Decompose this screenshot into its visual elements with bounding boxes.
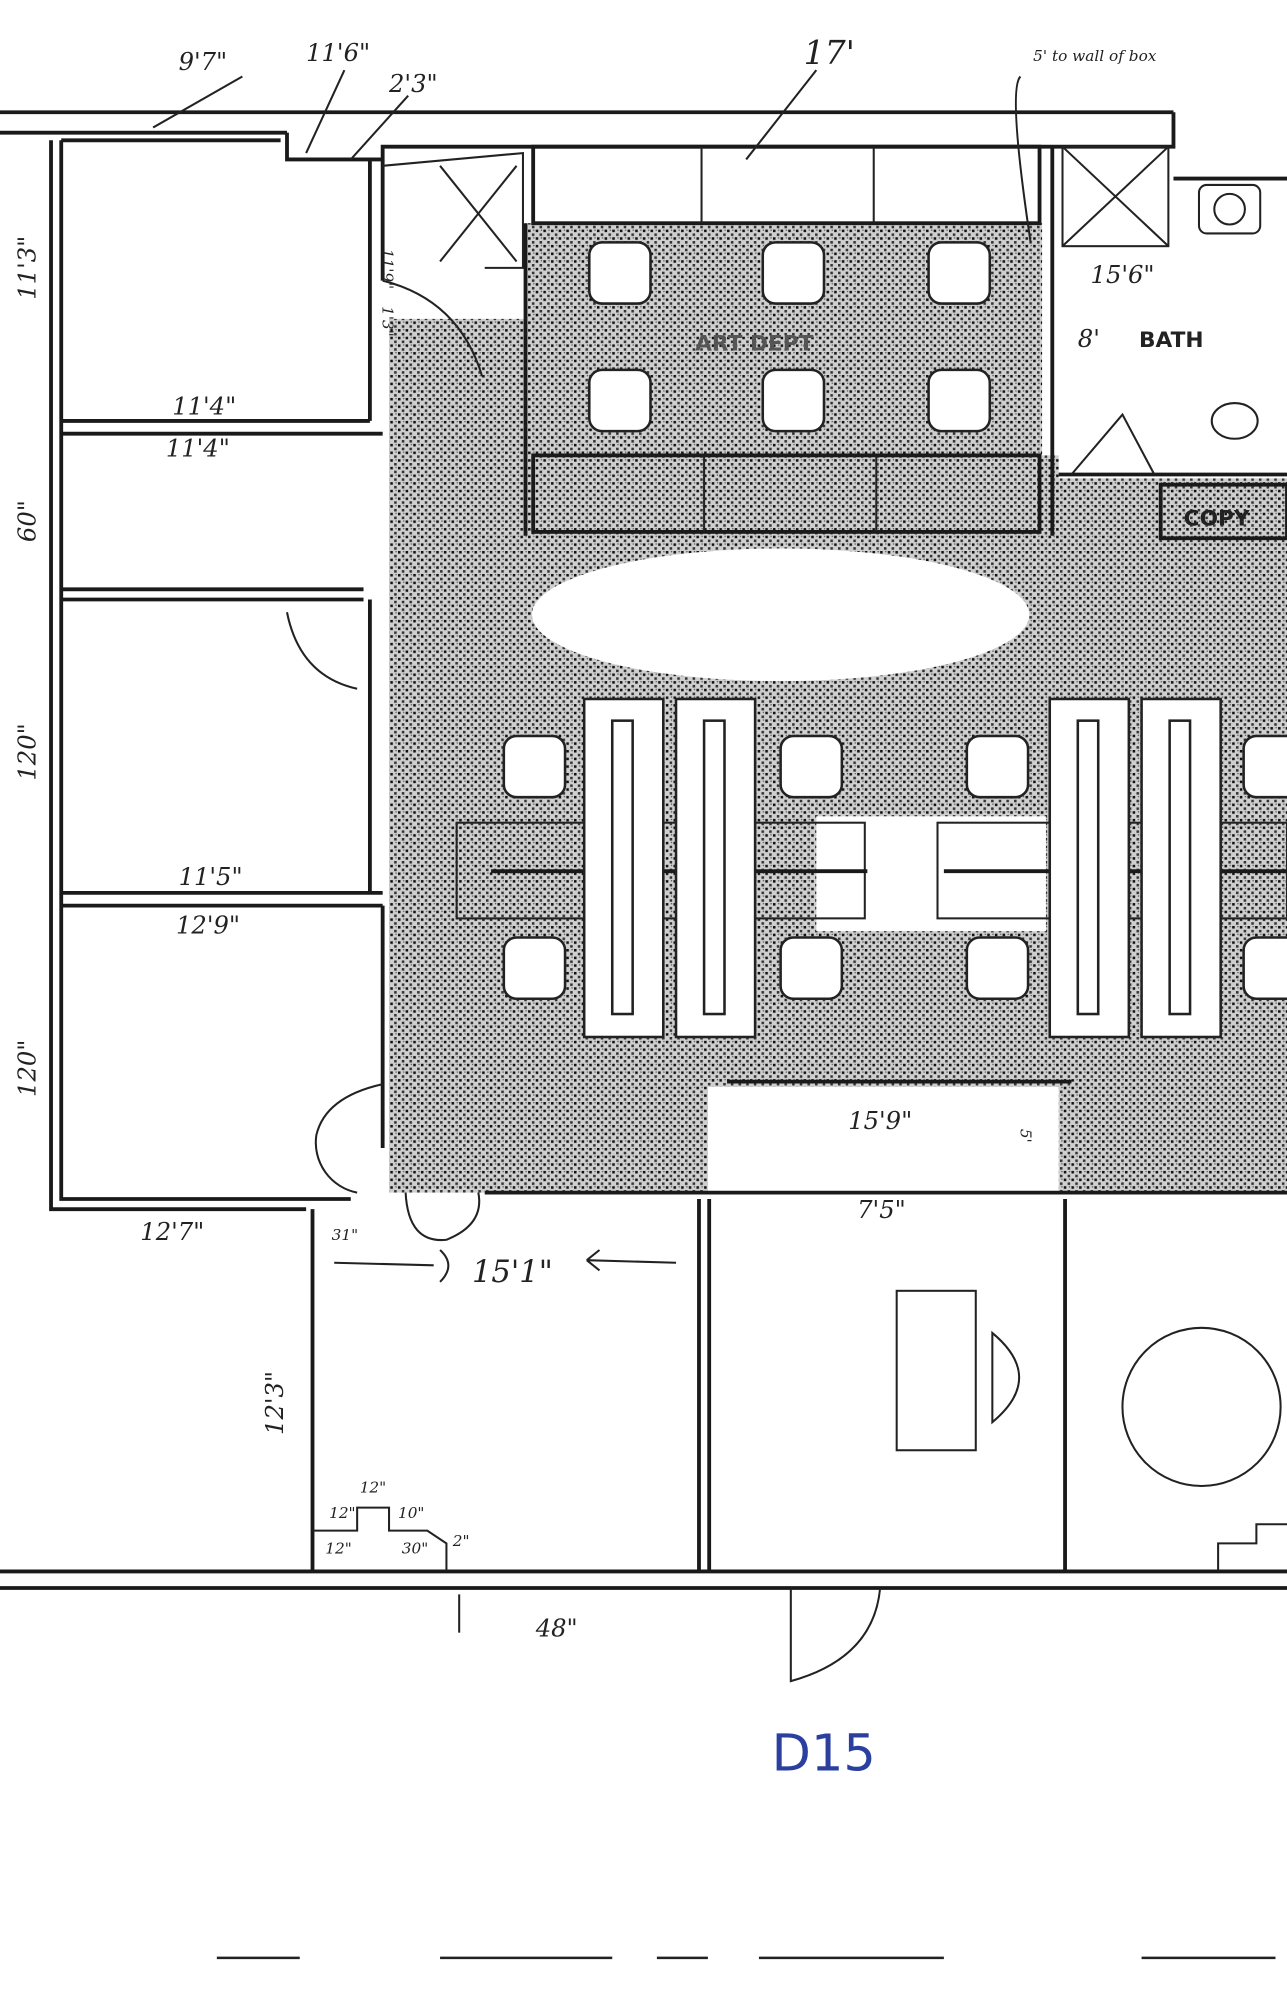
chair xyxy=(588,241,652,305)
room-label-copy: COPY xyxy=(1184,507,1250,532)
dim-label: 48" xyxy=(535,1614,578,1642)
dim-label: 15'6" xyxy=(1091,261,1155,289)
dim-label: 15'1" xyxy=(472,1255,553,1290)
dim-note: 5' to wall of box xyxy=(1033,47,1157,65)
chair xyxy=(1242,734,1287,799)
dim-label: 11'4" xyxy=(166,435,230,463)
dim-label: 12" xyxy=(360,1478,387,1496)
chairs xyxy=(502,241,1287,1000)
chair xyxy=(502,936,567,1000)
labels: 9'7" 11'6" 2'3" 17' 5' to wall of box 11… xyxy=(14,33,1276,1960)
chair xyxy=(588,368,652,433)
dim-label: 2" xyxy=(452,1532,470,1550)
dim-label: 10" xyxy=(398,1504,425,1522)
dim-label: 12" xyxy=(325,1540,352,1558)
dim-label: 1'3" xyxy=(379,306,397,337)
workstation-desk xyxy=(674,697,757,1039)
chair xyxy=(927,368,992,433)
dim-label: 60" xyxy=(14,500,42,542)
dim-label: 30" xyxy=(402,1540,429,1558)
dim-label: 120" xyxy=(14,723,42,780)
dim-label: 31" xyxy=(332,1226,359,1244)
room-label-bath: BATH xyxy=(1139,328,1204,353)
dim-label: 11'6" xyxy=(306,39,370,67)
unit-label: D15 xyxy=(772,1724,876,1783)
dim-label: 11'5" xyxy=(179,863,243,891)
dim-label: 9'7" xyxy=(179,48,228,76)
chair xyxy=(761,241,826,305)
dim-label: 12" xyxy=(329,1504,356,1522)
chair xyxy=(779,936,844,1000)
dim-label: 2'3" xyxy=(388,70,438,98)
chair xyxy=(779,734,844,799)
dim-label: 11'4" xyxy=(172,393,236,421)
dim-label: 12'9" xyxy=(176,912,240,940)
dim-label: 15'9" xyxy=(848,1107,912,1135)
chair xyxy=(502,734,567,799)
workstations xyxy=(582,697,1222,1039)
chair xyxy=(965,936,1030,1000)
desk-drawer xyxy=(1168,719,1192,1016)
room-label-art-dept: ART DEPT xyxy=(695,332,813,357)
workstation-desk xyxy=(1048,697,1131,1039)
desk-drawer xyxy=(610,719,634,1016)
dim-label: 8' xyxy=(1078,325,1100,353)
dim-label: 11'3" xyxy=(14,236,42,300)
dim-label: 7'5" xyxy=(857,1196,906,1224)
dim-label: 12'7" xyxy=(140,1218,204,1246)
dim-label: 17' xyxy=(804,33,855,72)
dim-label: 12'3" xyxy=(261,1371,289,1435)
dim-label: 5' xyxy=(1016,1129,1034,1143)
chair xyxy=(1242,936,1287,1000)
workstation-desk xyxy=(1140,697,1222,1039)
dim-label: 120" xyxy=(14,1040,42,1097)
dim-label: 11'9" xyxy=(379,249,397,289)
chair xyxy=(965,734,1030,799)
desk-drawer xyxy=(702,719,726,1016)
desk-drawer xyxy=(1076,719,1100,1016)
chair xyxy=(927,241,992,305)
chair xyxy=(761,368,826,433)
workstation-desk xyxy=(582,697,665,1039)
